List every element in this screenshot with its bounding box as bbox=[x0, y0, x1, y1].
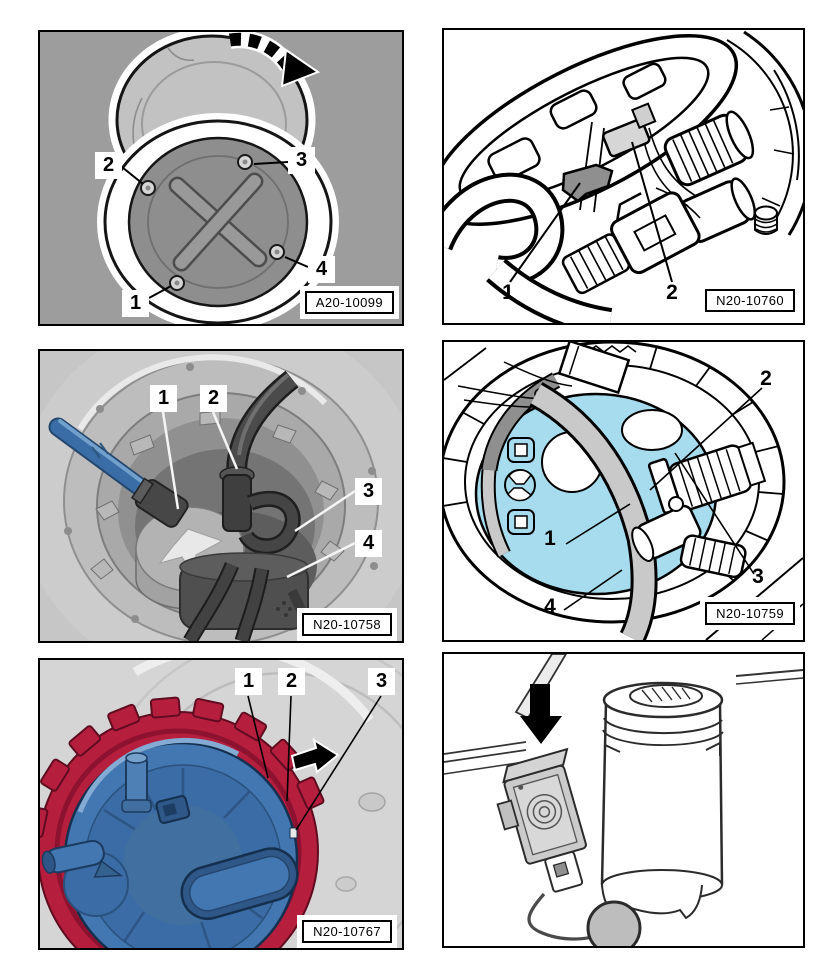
install-arrow-icon bbox=[520, 684, 562, 744]
oval-trough bbox=[180, 847, 299, 920]
pump-components bbox=[631, 441, 767, 579]
screw-4 bbox=[269, 244, 285, 260]
tank-rim bbox=[444, 342, 803, 640]
hose-loop bbox=[238, 490, 301, 555]
return-hose-elbow bbox=[219, 370, 299, 532]
callout-1: 1 bbox=[235, 668, 262, 695]
press-arrow-icon bbox=[290, 737, 340, 774]
figure-lock-ring: 1 2 3 N20-10767 bbox=[38, 658, 404, 950]
cross-rib bbox=[168, 172, 268, 272]
callout-1: 1 bbox=[502, 281, 514, 304]
sender-wire bbox=[527, 892, 601, 941]
figure-code: N20-10760 bbox=[705, 289, 795, 312]
leader-lines bbox=[121, 161, 309, 299]
bolt bbox=[754, 205, 778, 235]
figure-code: N20-10758 bbox=[302, 613, 392, 636]
leader-lines bbox=[509, 141, 673, 283]
connector-socket bbox=[155, 795, 191, 824]
figure-flange-connectors: 1 2 N20-10760 bbox=[442, 28, 805, 325]
pump-cylinders bbox=[579, 110, 757, 243]
connector-light bbox=[602, 102, 657, 158]
screws bbox=[140, 154, 285, 291]
callout-4: 4 bbox=[355, 530, 382, 557]
callout-3: 3 bbox=[288, 147, 315, 174]
callout-2: 2 bbox=[278, 668, 305, 695]
illustration-flange-connectors bbox=[444, 30, 803, 323]
illustration-lock-ring bbox=[40, 660, 402, 948]
callout-1: 1 bbox=[122, 290, 149, 317]
illustration-delivery-unit bbox=[444, 342, 803, 640]
callout-3: 3 bbox=[355, 478, 382, 505]
callout-3: 3 bbox=[368, 668, 395, 695]
locking-cover bbox=[97, 113, 339, 324]
figure-tank-opening: 1 2 3 4 N20-10758 bbox=[38, 349, 404, 643]
connector-housing bbox=[561, 191, 701, 295]
figure-code: A20-10099 bbox=[304, 291, 394, 314]
leader-lines bbox=[161, 411, 356, 579]
elbow-fitting bbox=[41, 839, 124, 878]
figure-delivery-unit: 2 1 3 4 N20-10759 bbox=[442, 340, 805, 642]
curved-rotation-arrow-icon bbox=[228, 32, 321, 88]
illustration-fuel-filter bbox=[444, 654, 803, 946]
callout-4: 4 bbox=[544, 595, 556, 618]
callout-1: 1 bbox=[544, 527, 556, 550]
screw-2 bbox=[140, 180, 156, 196]
lower-hoses bbox=[183, 562, 315, 641]
connector-dark bbox=[561, 163, 614, 203]
lock-tab bbox=[289, 827, 298, 839]
callout-2: 2 bbox=[95, 152, 122, 179]
pump-dome bbox=[621, 409, 683, 451]
outer-rim-arcs bbox=[726, 30, 803, 236]
figure-code: N20-10767 bbox=[302, 920, 392, 943]
figure-fuel-filter bbox=[442, 652, 805, 948]
fuel-filter-canister bbox=[600, 681, 724, 920]
callout-4: 4 bbox=[308, 256, 335, 283]
screw-1 bbox=[169, 275, 185, 291]
figure-cover-flap: 1 2 3 4 A20-10099 bbox=[38, 30, 404, 326]
callout-1: 1 bbox=[150, 385, 177, 412]
fuel-port bbox=[121, 752, 152, 813]
rim-teeth bbox=[444, 345, 784, 582]
figure-code: N20-10759 bbox=[705, 602, 795, 625]
retainer-tabs bbox=[90, 410, 345, 580]
float-disc bbox=[586, 900, 642, 946]
regulator-bracket bbox=[496, 747, 587, 893]
flange-clips bbox=[504, 437, 536, 535]
screw-3 bbox=[237, 154, 253, 170]
callout-3: 3 bbox=[752, 565, 764, 588]
illustration-cover-flap bbox=[40, 32, 402, 324]
hose-loop bbox=[444, 172, 613, 323]
callout-2: 2 bbox=[200, 385, 227, 412]
callout-2: 2 bbox=[760, 367, 772, 390]
callout-2: 2 bbox=[666, 281, 678, 304]
standpipe bbox=[557, 342, 631, 395]
leader-lines bbox=[247, 695, 382, 831]
leader-lines bbox=[563, 387, 763, 611]
blue-supply-hose bbox=[48, 417, 189, 528]
